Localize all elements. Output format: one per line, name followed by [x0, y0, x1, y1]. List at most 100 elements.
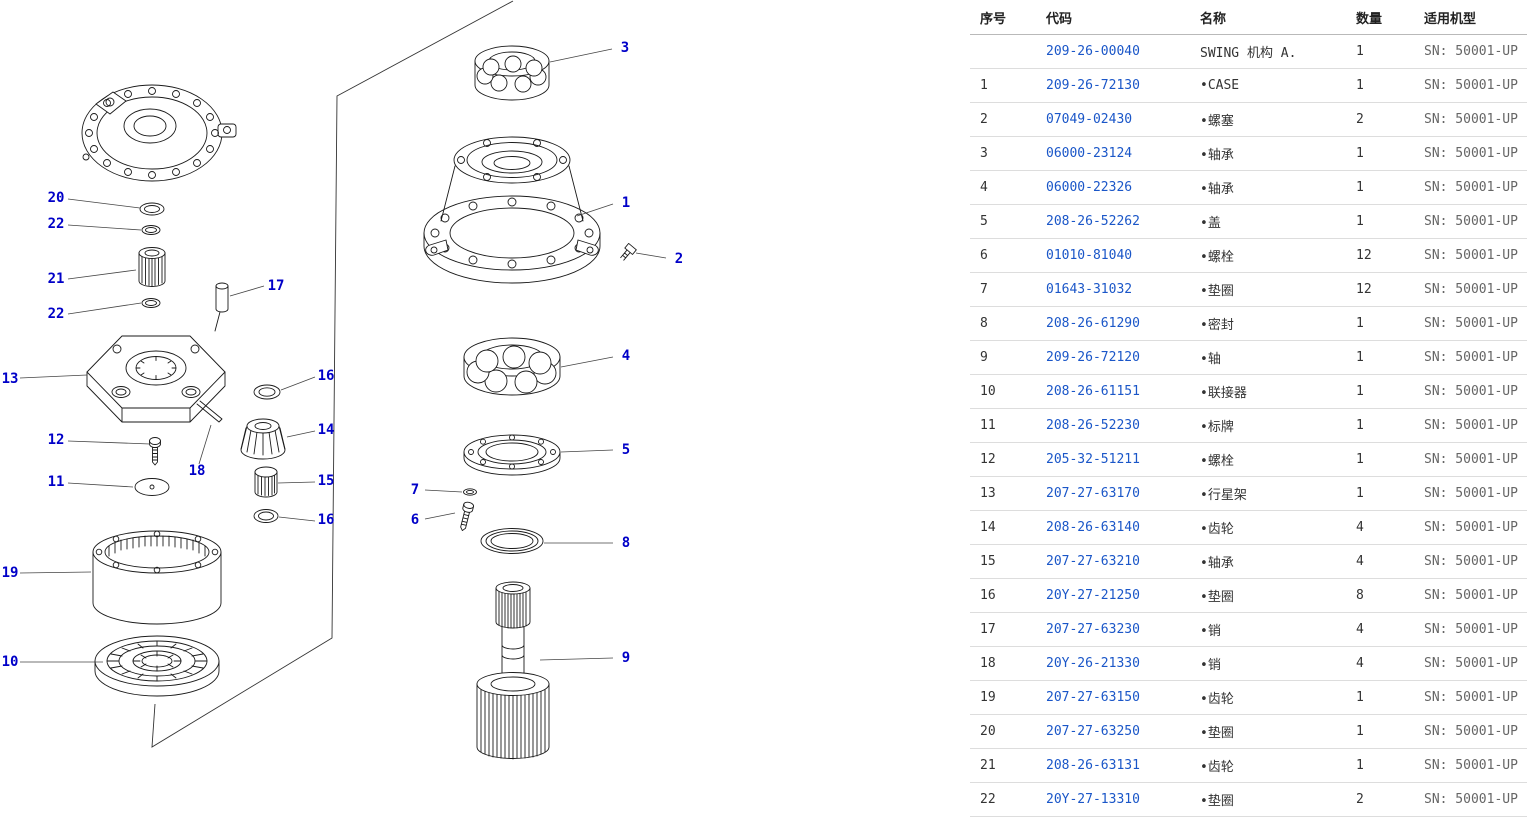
callout-label-19: 19: [2, 565, 19, 581]
cell-code[interactable]: 20Y-26-21330: [1036, 646, 1190, 681]
cell-code[interactable]: 209-26-00040: [1036, 34, 1190, 69]
part-pin-17: [214, 282, 229, 332]
cell-model: SN: 50001-UP: [1414, 136, 1527, 171]
cell-code[interactable]: 207-27-63170: [1036, 476, 1190, 511]
part-gear-21: [138, 247, 166, 287]
cell-code[interactable]: 208-26-52230: [1036, 408, 1190, 443]
cell-qty: 1: [1346, 476, 1414, 511]
cell-qty: 4: [1346, 646, 1414, 681]
cell-qty: 4: [1346, 612, 1414, 647]
leader-line-6: [424, 512, 456, 520]
cell-model: SN: 50001-UP: [1414, 578, 1527, 613]
leader-line-17: [229, 285, 265, 297]
cell-no: 8: [970, 306, 1036, 341]
part-washer-16b: [253, 509, 279, 523]
cell-code[interactable]: 209-26-72120: [1036, 340, 1190, 375]
part-carrier-13: [86, 335, 226, 423]
cell-qty: 1: [1346, 170, 1414, 205]
cell-no: [970, 34, 1036, 69]
part-cover-5: [463, 434, 561, 476]
cell-model: SN: 50001-UP: [1414, 34, 1527, 69]
leader-line-19: [19, 571, 92, 574]
part-bolt-6: [460, 501, 475, 532]
callout-label-22: 22: [48, 306, 65, 322]
column-header-4: 适用机型: [1414, 0, 1527, 35]
part-ring-gear-19: [92, 530, 222, 625]
cell-qty: 4: [1346, 544, 1414, 579]
callout-label-17: 17: [268, 278, 285, 294]
cell-name: •垫圈: [1190, 782, 1346, 817]
cell-model: SN: 50001-UP: [1414, 442, 1527, 477]
cell-code[interactable]: 01010-81040: [1036, 238, 1190, 273]
cell-code[interactable]: 207-27-63150: [1036, 680, 1190, 715]
cell-code[interactable]: 207-27-63210: [1036, 544, 1190, 579]
cell-no: 17: [970, 612, 1036, 647]
cell-code[interactable]: 06000-23124: [1036, 136, 1190, 171]
cell-qty: 12: [1346, 238, 1414, 273]
cell-code[interactable]: 01643-31032: [1036, 272, 1190, 307]
leader-line-1: [576, 203, 614, 217]
cell-code[interactable]: 208-26-52262: [1036, 204, 1190, 239]
cell-code[interactable]: 06000-22326: [1036, 170, 1190, 205]
cell-no: 11: [970, 408, 1036, 443]
cell-qty: 4: [1346, 510, 1414, 545]
cell-code[interactable]: 205-32-51211: [1036, 442, 1190, 477]
leader-line-3: [549, 48, 613, 63]
cell-name: •销: [1190, 646, 1346, 681]
cell-code[interactable]: 207-27-63250: [1036, 714, 1190, 749]
cell-qty: 1: [1346, 136, 1414, 171]
callout-label-5: 5: [622, 442, 630, 458]
leader-line-22: [67, 302, 142, 315]
cell-no: 20: [970, 714, 1036, 749]
cell-no: 10: [970, 374, 1036, 409]
cell-code[interactable]: 208-26-63140: [1036, 510, 1190, 545]
cell-code[interactable]: 20Y-27-21250: [1036, 578, 1190, 613]
column-header-2: 名称: [1190, 0, 1346, 35]
cell-name: •轴: [1190, 340, 1346, 375]
cell-name: •盖: [1190, 204, 1346, 239]
cell-code[interactable]: 208-26-61151: [1036, 374, 1190, 409]
cell-name: •标牌: [1190, 408, 1346, 443]
cell-model: SN: 50001-UP: [1414, 238, 1527, 273]
callout-label-18: 18: [189, 463, 206, 479]
cell-name: •齿轮: [1190, 680, 1346, 715]
cell-qty: 1: [1346, 68, 1414, 103]
cell-model: SN: 50001-UP: [1414, 510, 1527, 545]
cell-code[interactable]: 20Y-27-13310: [1036, 782, 1190, 817]
leader-line-14: [286, 430, 316, 438]
cell-code[interactable]: 208-26-63131: [1036, 748, 1190, 783]
column-header-3: 数量: [1346, 0, 1414, 35]
callout-label-3: 3: [621, 40, 629, 56]
cell-code[interactable]: 209-26-72130: [1036, 68, 1190, 103]
cell-code[interactable]: 207-27-63230: [1036, 612, 1190, 647]
cell-model: SN: 50001-UP: [1414, 68, 1527, 103]
part-washer-20: [139, 202, 165, 216]
cell-no: 4: [970, 170, 1036, 205]
part-washer-22a: [141, 225, 161, 235]
part-shaft-9: [476, 581, 550, 760]
leader-line-4: [560, 356, 614, 368]
callout-label-13: 13: [2, 371, 19, 387]
cell-name: SWING 机构 A.: [1190, 34, 1346, 69]
cell-code[interactable]: 07049-02430: [1036, 102, 1190, 137]
cell-no: 5: [970, 204, 1036, 239]
cell-name: •联接器: [1190, 374, 1346, 409]
cell-name: •齿轮: [1190, 510, 1346, 545]
cell-code[interactable]: 208-26-61290: [1036, 306, 1190, 341]
